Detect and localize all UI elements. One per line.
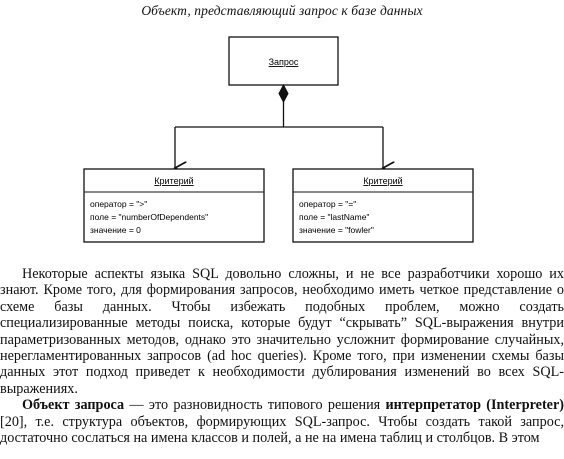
criterion-object-right: Критерий оператор = "=" поле = "lastName… — [292, 168, 474, 243]
criterion-title: Критерий — [363, 176, 402, 186]
criterion-attribute: значение = "fowler" — [299, 225, 374, 235]
paragraph-query-object: Объект запроса — это разновидность типов… — [0, 397, 564, 446]
criterion-attribute: значение = 0 — [90, 225, 141, 235]
uml-object-diagram: Запрос Критерий оператор = ">" поле = "n… — [83, 36, 474, 243]
composition-diamond — [278, 83, 289, 104]
criterion-title: Критерий — [154, 176, 193, 186]
criterion-attribute: поле = "lastName" — [299, 212, 369, 222]
term-query-object: Объект запроса — [22, 397, 125, 414]
figure-caption: Объект, представляющий запрос к базе дан… — [141, 3, 423, 18]
paragraph-sql-complexity: Некоторые аспекты языка SQL довольно сло… — [0, 266, 564, 397]
paragraph-text: [20], т.е. структура объектов, формирующ… — [0, 413, 564, 447]
criterion-attribute: оператор = "=" — [299, 199, 356, 209]
paragraph-text: — это разновидность типового решения — [124, 397, 386, 414]
query-object-title: Запрос — [269, 57, 299, 67]
term-interpreter-pattern: интерпретатор (Interpreter) — [385, 397, 564, 414]
query-object-box — [228, 36, 339, 86]
composition-links — [175, 102, 383, 168]
criterion-attribute: поле = "numberOfDependents" — [90, 212, 208, 222]
criterion-object-left: Критерий оператор = ">" поле = "numberOf… — [83, 168, 265, 243]
criterion-attribute: оператор = ">" — [90, 199, 147, 209]
body-text: Некоторые аспекты языка SQL довольно сло… — [0, 266, 564, 446]
